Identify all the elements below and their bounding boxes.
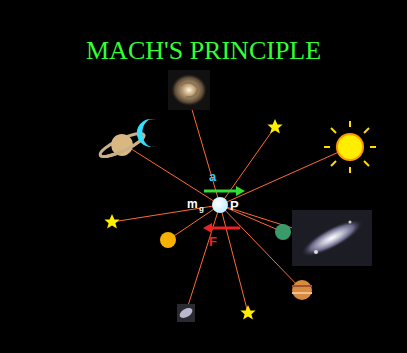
- diagram-title: MACH'S PRINCIPLE: [86, 38, 321, 64]
- green-planet: [275, 224, 291, 240]
- influence-lines: [112, 96, 350, 313]
- acceleration-arrow: [204, 186, 245, 196]
- force-label: F: [209, 235, 217, 248]
- test-body: [212, 197, 228, 213]
- mass-subscript: g: [199, 205, 204, 213]
- stars: [104, 119, 282, 320]
- acceleration-label: a: [209, 170, 216, 183]
- sun: [324, 121, 376, 173]
- mass-symbol: m: [187, 198, 198, 210]
- andromeda-galaxy: [292, 210, 372, 266]
- jupiter: [292, 280, 312, 300]
- yellow-planet: [160, 232, 176, 248]
- spiral-galaxy: [168, 70, 210, 110]
- small-galaxy: [177, 304, 195, 322]
- force-arrow: [203, 223, 240, 233]
- crescent-moon: [137, 119, 156, 147]
- point-label: P: [230, 199, 239, 212]
